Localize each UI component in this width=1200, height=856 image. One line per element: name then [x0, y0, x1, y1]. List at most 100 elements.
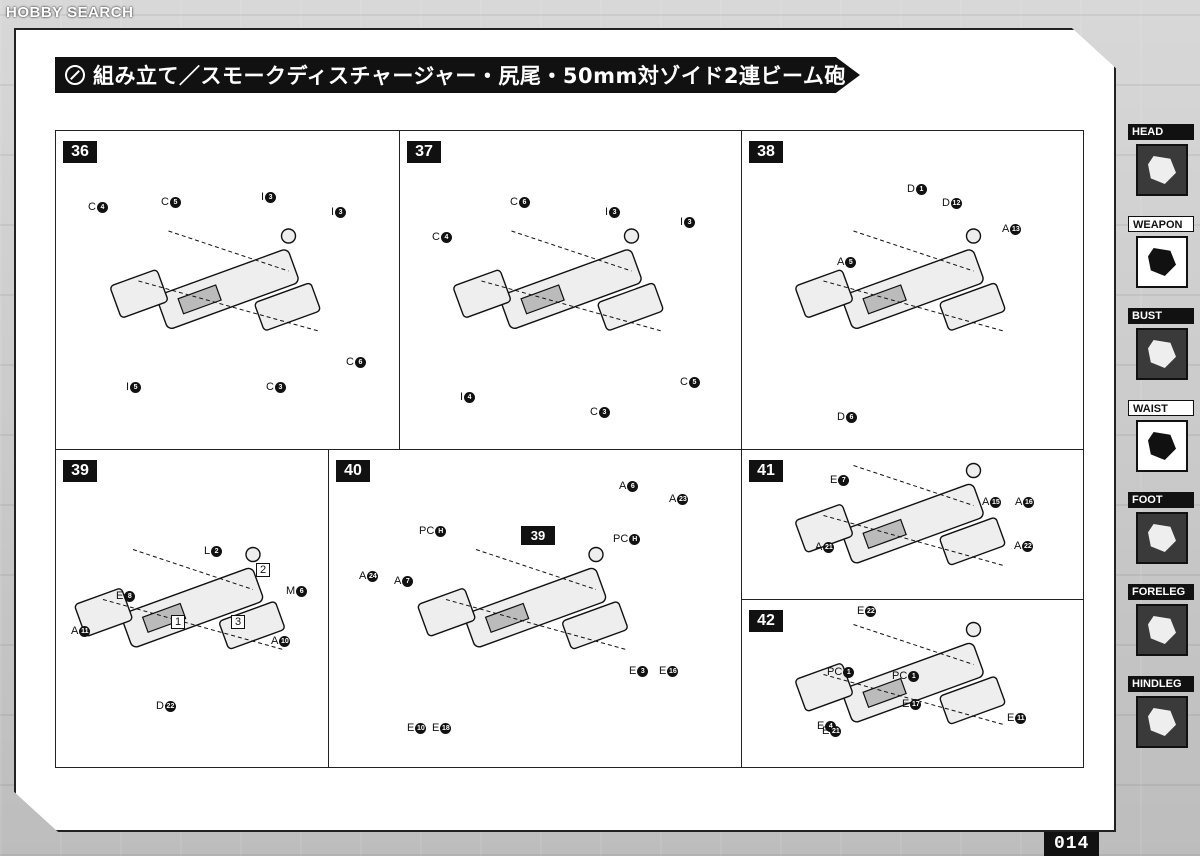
part-number: 22: [865, 605, 877, 617]
foot-icon: [1136, 512, 1188, 564]
wrench-icon: [65, 65, 85, 85]
part-number: 5: [169, 196, 181, 208]
part-number: 5: [845, 256, 857, 268]
tab-foreleg[interactable]: FORELEG: [1124, 580, 1200, 660]
part-letter: A: [359, 570, 367, 582]
part-number: 23: [677, 493, 689, 505]
part-letter: I: [460, 391, 464, 403]
part-letter: E: [830, 474, 838, 486]
part-number: H: [629, 533, 641, 545]
step-number: 36: [63, 141, 97, 163]
tab-label: FOOT: [1128, 492, 1194, 508]
tab-bust[interactable]: BUST: [1124, 304, 1200, 384]
sub-step-number: 39: [521, 526, 555, 545]
head-icon: [1136, 144, 1188, 196]
part-number: H: [435, 525, 447, 537]
part-letter: I: [126, 381, 130, 393]
part-letter: A: [669, 493, 677, 505]
part-letter: D: [907, 183, 915, 195]
section-title: 組み立て／スモークディスチャージャー・尻尾・50mm対ゾイド2連ビーム砲: [93, 64, 846, 88]
part-letter: M: [286, 585, 296, 597]
part-number: 10: [279, 635, 291, 647]
tab-head[interactable]: HEAD: [1124, 120, 1200, 200]
part-letter: E: [822, 725, 830, 737]
part-letter: E: [857, 605, 865, 617]
part-letter: E: [902, 698, 910, 710]
tab-weapon[interactable]: WEAPON: [1124, 212, 1200, 292]
part-number: 15: [990, 496, 1002, 508]
part-letter: C: [161, 196, 169, 208]
tab-label: BUST: [1128, 308, 1194, 324]
part-letter: E: [1007, 712, 1015, 724]
part-number: 21: [823, 541, 835, 553]
tab-hindleg[interactable]: HINDLEG: [1124, 672, 1200, 752]
part-letter: E: [659, 665, 667, 677]
part-number: 16: [667, 665, 679, 677]
order-callout: 3: [231, 615, 246, 629]
part-letter: C: [590, 406, 598, 418]
assembly-illustration: [417, 546, 628, 650]
part-number: 3: [637, 665, 649, 677]
watermark: HOBBY SEARCH: [6, 4, 134, 21]
part-letter: D: [837, 411, 845, 423]
part-number: 6: [845, 411, 857, 423]
tab-waist[interactable]: WAIST: [1124, 396, 1200, 476]
part-letter: A: [837, 256, 845, 268]
tab-foot[interactable]: FOOT: [1124, 488, 1200, 568]
tab-label: FORELEG: [1128, 584, 1194, 600]
order-callout: 1: [171, 615, 186, 629]
waist-icon: [1136, 420, 1188, 472]
part-letter: A: [71, 625, 79, 637]
part-number: 11: [79, 625, 91, 637]
part-letter: PC: [613, 533, 629, 545]
bust-icon: [1136, 328, 1188, 380]
part-number: 18: [440, 722, 452, 734]
assembly-illustration: [795, 462, 1006, 566]
tab-label: HEAD: [1128, 124, 1194, 140]
part-number: 2: [211, 545, 223, 557]
part-number: 11: [1015, 712, 1027, 724]
assembly-illustration: [795, 621, 1006, 725]
part-letter: D: [942, 197, 950, 209]
part-number: 1: [915, 183, 927, 195]
part-number: 4: [440, 231, 452, 243]
part-number: 24: [367, 570, 379, 582]
part-letter: A: [1014, 540, 1022, 552]
part-letter: C: [346, 356, 354, 368]
part-number: 6: [296, 585, 308, 597]
part-number: 3: [274, 381, 286, 393]
part-letter: E: [407, 722, 415, 734]
part-letter: E: [817, 720, 825, 732]
tab-label: HINDLEG: [1128, 676, 1194, 692]
part-number: 7: [402, 575, 414, 587]
tab-label: WAIST: [1128, 400, 1194, 416]
part-letter: A: [982, 496, 990, 508]
